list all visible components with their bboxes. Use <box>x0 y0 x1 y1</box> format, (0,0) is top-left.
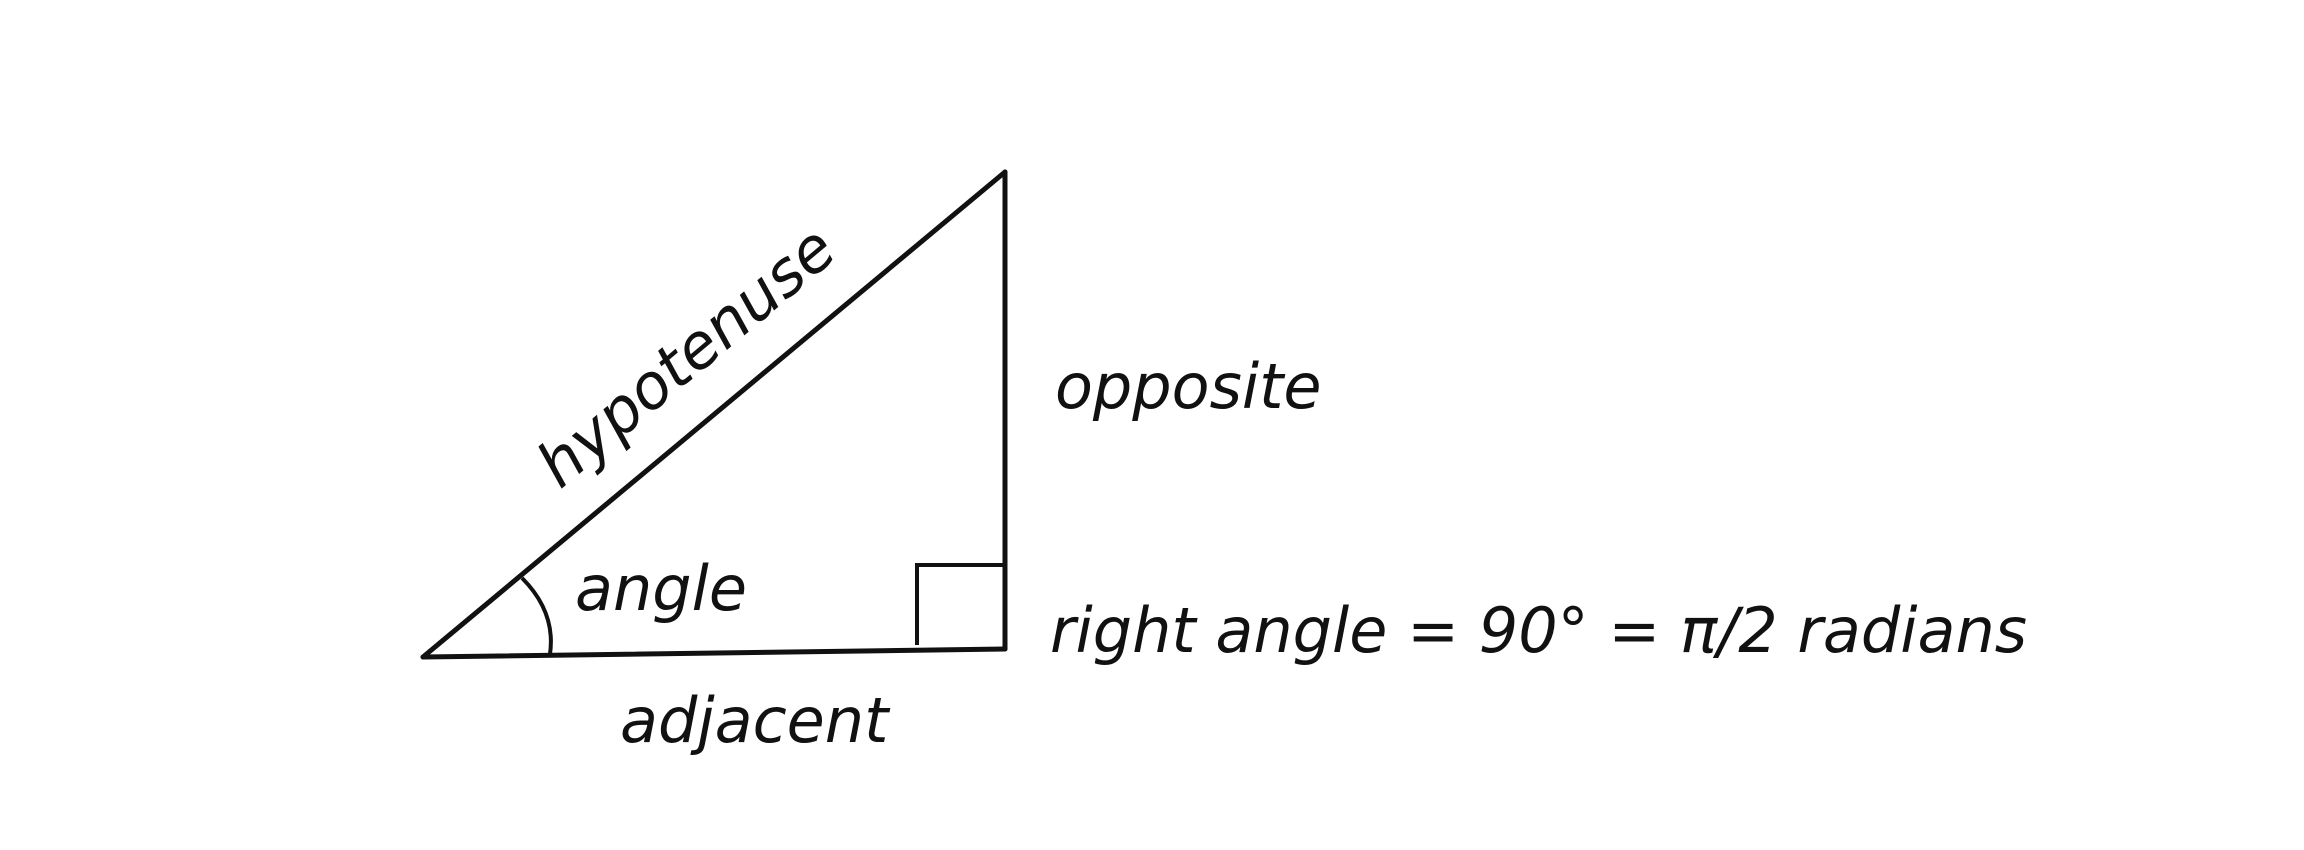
opposite-label: opposite <box>1055 350 1322 423</box>
angle-label: angle <box>575 552 747 625</box>
adjacent-label: adjacent <box>620 684 891 757</box>
adjacent-side <box>420 646 1008 660</box>
angle-arc <box>520 576 553 655</box>
right-angle-marker <box>915 563 1005 645</box>
right-angle-label: right angle = 90° = π/2 radians <box>1050 594 2027 667</box>
hypotenuse-side <box>420 169 1008 660</box>
hypotenuse-label: hypotenuse <box>523 211 849 501</box>
